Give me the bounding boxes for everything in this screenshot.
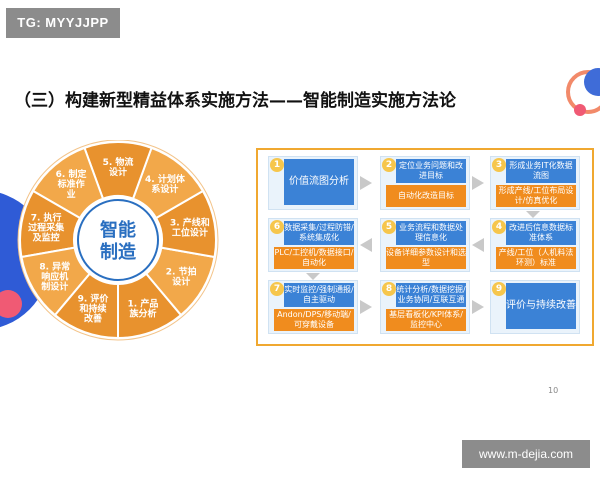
step-2-digital-box: 定位业务问题和改进目标 [396,159,466,183]
step-7-digital-box: 实时监控/强制通报/自主驱动 [284,283,354,307]
website-watermark: www.m-dejia.com [462,440,590,468]
step-6-physical-box: PLC/工控机/数据接口/自动化 [274,247,354,269]
step-number-7: 7 [270,282,284,296]
flow-arrow-2 [472,176,484,190]
deco-pink-dot-right [574,104,586,116]
step-number-4: 4 [492,220,506,234]
wheel-label-9: 9. 评价和持续改善 [78,293,110,325]
step-number-9: 9 [492,282,506,296]
wheel-label-8: 8. 异常响应机制设计 [39,261,70,293]
flow-arrow-1 [360,176,372,190]
step-3-digital-box: 形成业务IT化数据流图 [506,159,576,183]
flow-arrow-6 [306,273,320,280]
hub-label-2: 制造 [100,241,136,263]
wheel-label-6: 6. 制定标准作业 [56,168,88,200]
deco-orange-ring [566,70,600,114]
wheel-label-3: 3. 产线和工位设计 [170,216,210,238]
step-number-2: 2 [382,158,396,172]
hub-circle [77,199,159,281]
step-1-digital-box: 价值流图分析 [284,159,354,205]
step-6-digital-box: 数据采集/过程防错/系统集成化 [284,221,354,245]
step-number-3: 3 [492,158,506,172]
wheel-label-2: 2. 节拍设计 [166,266,197,288]
step-8-digital-box: 统计分析/数据挖掘/业务协同/互联互通 [396,283,466,307]
channel-badge: TG: MYYJJPP [6,8,120,38]
wheel-label-7: 7. 执行过程采集及监控 [28,211,65,243]
step-9-digital-box: 评价与持续改善 [506,283,576,329]
flow-arrow-8 [472,300,484,314]
step-5-physical-box: 设备详细参数设计和选型 [386,247,466,269]
wheel-label-4: 4. 计划体系设计 [145,173,186,195]
wheel-label-1: 1. 产品族分析 [128,298,159,320]
page-number: 10 [548,386,559,395]
step-number-6: 6 [270,220,284,234]
step-number-1: 1 [270,158,284,172]
step-number-5: 5 [382,220,396,234]
flow-arrow-3 [526,211,540,218]
step-5-digital-box: 业务流程和数据处理信息化 [396,221,466,245]
hub-label-1: 智能 [100,219,136,241]
page-title: （三）构建新型精益体系实施方法——智能制造实施方法论 [14,91,456,111]
step-2-physical-box: 自动化改造目标 [386,185,466,207]
cycle-wheel: 1. 产品族分析 2. 节拍设计 3. 产线和工位设计 4. 计划体系设计 5. 物流设… [17,140,219,341]
step-number-8: 8 [382,282,396,296]
step-7-physical-box: Andon/DPS/移动端/可穿戴设备 [274,309,354,331]
wheel-label-5: 5. 物流设计 [103,156,134,178]
flow-arrow-7 [360,300,372,314]
step-8-physical-box: 基层看板化/KPI体系/监控中心 [386,309,466,331]
flow-arrow-4 [472,238,484,252]
step-3-physical-box: 形成产线/工位布局设计/仿真优化 [496,185,576,207]
flow-arrow-5 [360,238,372,252]
step-4-digital-box: 改进后信息数据标准体系 [506,221,576,245]
step-4-physical-box: 产线/工位（人机料法环测）标准 [496,247,576,269]
wheel-segment-9 [53,272,119,340]
deco-blue-circle-right [584,68,600,96]
